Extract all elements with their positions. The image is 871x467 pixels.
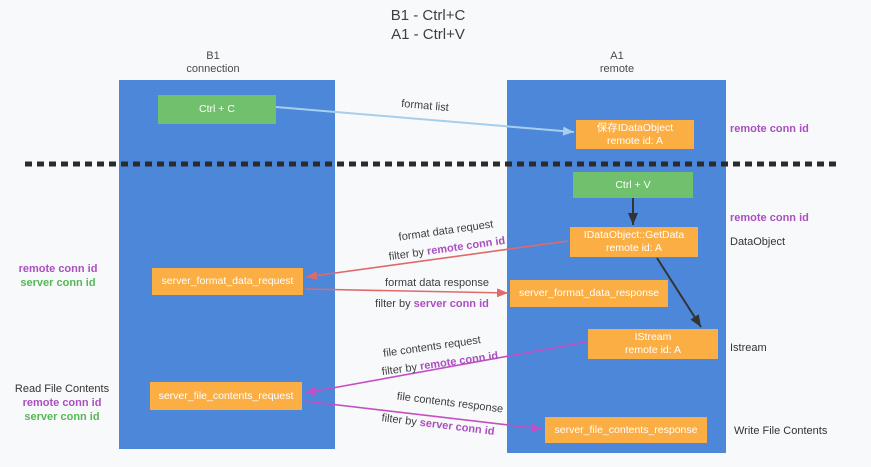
filter-prefix: filter by	[388, 246, 425, 264]
filter-key-remote-conn-id: remote conn id	[426, 234, 506, 258]
left-conn-id-stack-top: remote conn id server conn id	[8, 262, 108, 290]
diagram-title: B1 - Ctrl+C A1 - Ctrl+V	[348, 6, 508, 44]
file-contents-response-label: file contents response	[396, 390, 504, 416]
server-conn-id-left-bottom-label: server conn id	[24, 411, 100, 423]
getdata-line1: IDataObject::GetData	[583, 229, 685, 241]
istream-line2: remote id: A	[624, 344, 682, 356]
remote-conn-id-left-top-label: remote conn id	[18, 263, 98, 275]
istream-side-label: Istream	[730, 342, 767, 354]
title-line-2: A1 - Ctrl+V	[391, 26, 465, 43]
server-file-contents-request-label: server_file_contents_request	[158, 389, 294, 402]
read-file-contents-label: Read File Contents	[14, 383, 110, 395]
filter-key-server-conn-id: server conn id	[413, 298, 489, 310]
dataobject-label: DataObject	[730, 236, 786, 248]
server-format-data-request-label: server_format_data_request	[161, 275, 294, 287]
getdata-line2: remote id: A	[605, 242, 663, 254]
ctrl-c-box: Ctrl + C	[158, 95, 276, 124]
filter-key-server-conn-id: server conn id	[419, 416, 496, 438]
filter-key-remote-conn-id: remote conn id	[419, 349, 499, 373]
column-header-b1: B1 connection	[153, 50, 273, 76]
filter-prefix: filter by	[380, 412, 418, 429]
ctrl-v-label: Ctrl + V	[615, 178, 651, 191]
title-line-1: B1 - Ctrl+C	[390, 7, 466, 24]
server-format-data-request-box: server_format_data_request	[152, 268, 303, 295]
column-a1-subtitle: remote	[599, 63, 635, 75]
remote-conn-id-left-bottom-label: remote conn id	[22, 397, 102, 409]
file-contents-response-filter-label: filter by server conn id	[381, 412, 495, 438]
column-header-a1: A1 remote	[557, 50, 677, 76]
ctrl-c-label: Ctrl + C	[199, 103, 235, 115]
ctrl-v-box: Ctrl + V	[573, 172, 693, 198]
idataobject-getdata-box: IDataObject::GetData remote id: A	[570, 227, 698, 257]
column-b1-subtitle: connection	[186, 63, 240, 75]
server-file-contents-response-label: server_file_contents_response	[554, 423, 698, 436]
format-data-response-filter-label: filter by server conn id	[375, 298, 489, 310]
filter-prefix: filter by	[381, 361, 418, 379]
filter-prefix: filter by	[375, 298, 411, 310]
column-a1-name: A1	[610, 50, 624, 62]
save-dataobject-box: 保存IDataObject remote id: A	[576, 120, 694, 149]
format-list-label: format list	[400, 97, 450, 115]
write-file-contents-label: Write File Contents	[734, 425, 828, 437]
save-dataobject-line2: remote id: A	[606, 134, 664, 147]
server-file-contents-response-box: server_file_contents_response	[545, 417, 707, 443]
istream-line1: IStream	[634, 331, 672, 343]
column-b1-name: B1	[206, 50, 220, 62]
format-data-response-arrow	[304, 288, 509, 298]
format-data-response-label: format data response	[385, 277, 489, 289]
save-dataobject-line1: 保存IDataObject	[596, 121, 674, 134]
remote-conn-id-right-mid-label: remote conn id	[730, 212, 809, 224]
server-file-contents-request-box: server_file_contents_request	[150, 382, 302, 410]
server-format-data-response-label: server_format_data_response	[518, 287, 660, 299]
remote-conn-id-right-top-label: remote conn id	[730, 123, 809, 135]
server-format-data-response-box: server_format_data_response	[510, 280, 668, 307]
left-read-file-stack: Read File Contents remote conn id server…	[8, 382, 116, 424]
server-conn-id-left-top-label: server conn id	[20, 277, 96, 289]
istream-box: IStream remote id: A	[588, 329, 718, 359]
